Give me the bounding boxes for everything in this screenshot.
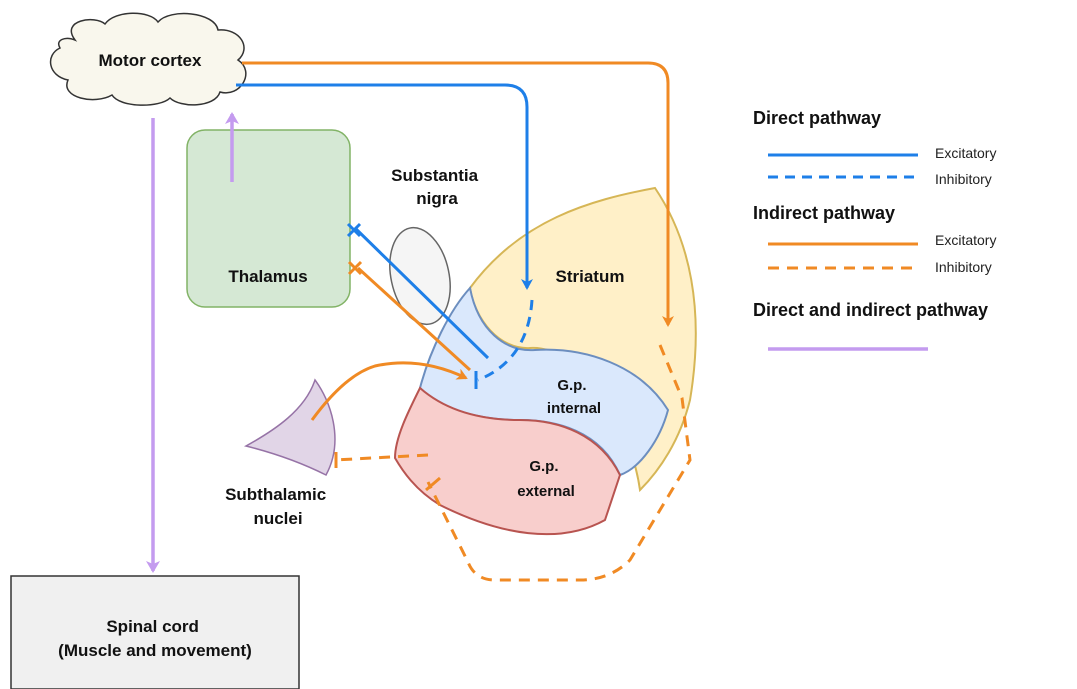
indirect-subthalamic-gpi-connection <box>310 361 468 421</box>
legend-both-heading: Direct and indirect pathway <box>753 300 988 320</box>
legend-indirect-excitatory-label: Excitatory <box>935 232 996 248</box>
spinal-cord-line-2: (Muscle and movement) <box>58 641 252 660</box>
gp-internal-line-1: G.p. <box>557 377 586 394</box>
substantia-nigra-label: Substantia nigra <box>391 166 483 208</box>
indirect-gpe-bar <box>425 476 441 492</box>
subthalamic-line-1: Subthalamic <box>225 485 326 504</box>
motor-cortex-cloud <box>49 12 247 106</box>
legend-direct-heading: Direct pathway <box>753 108 881 128</box>
spinal-cord-box <box>10 575 300 689</box>
gp-internal-label: G.p. internal <box>547 377 601 417</box>
legend-direct-inhibitory-label: Inhibitory <box>935 171 992 187</box>
indirect-gpe-subthalamic-inhibition <box>334 453 429 462</box>
gp-internal-line-2: internal <box>547 400 601 417</box>
subthalamic-nuclei-label: Subthalamic nuclei <box>225 485 331 528</box>
thalamus-box <box>186 129 351 308</box>
indirect-striatum-gpe-inhibition <box>426 344 692 582</box>
striatum-label: Striatum <box>556 267 625 286</box>
motor-cortex-label: Motor cortex <box>99 51 203 70</box>
gp-external-label: G.p. external <box>517 458 575 500</box>
gp-external-shape <box>393 386 622 536</box>
legend: Direct pathway Excitatory Inhibitory Ind… <box>753 108 996 351</box>
substantia-nigra-line-1: Substantia <box>391 166 478 185</box>
indirect-gpi-thalamus-inhibition <box>356 266 472 372</box>
direct-thalamus-bar2 <box>346 222 362 238</box>
direct-cortex-striatum-connection <box>236 83 533 290</box>
gp-external-line-2: external <box>517 483 575 500</box>
legend-indirect-inhibitory-label: Inhibitory <box>935 259 992 275</box>
gp-external-line-1: G.p. <box>529 458 558 475</box>
legend-indirect-heading: Indirect pathway <box>753 203 895 223</box>
substantia-nigra-line-2: nigra <box>416 189 458 208</box>
spinal-cord-line-1: Spinal cord <box>106 617 199 636</box>
thalamus-label: Thalamus <box>228 267 307 286</box>
direct-gpi-thalamus-inhibition <box>353 226 490 360</box>
legend-direct-excitatory-label: Excitatory <box>935 145 996 161</box>
direct-striatum-gpi-inhibition <box>477 299 534 382</box>
substantia-nigra-ellipse <box>389 226 451 326</box>
subthalamic-nuclei-shape <box>243 378 336 476</box>
subthalamic-line-2: nuclei <box>253 509 302 528</box>
spinal-cord-label: Spinal cord (Muscle and movement) <box>58 617 252 660</box>
indirect-cortex-striatum-connection <box>242 61 674 327</box>
indirect-thalamus-bar2 <box>347 260 363 276</box>
